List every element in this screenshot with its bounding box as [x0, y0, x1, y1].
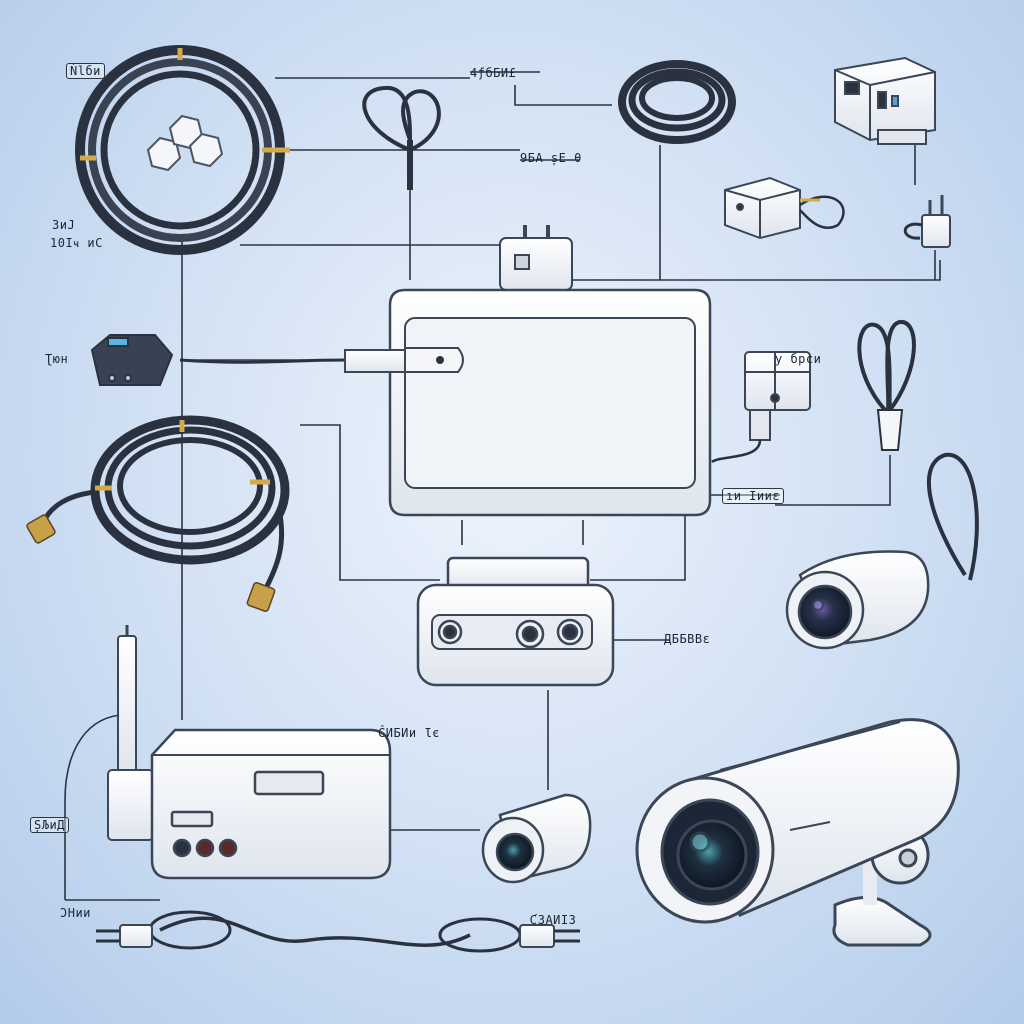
label-left-coil-a: 3иЈ [52, 218, 76, 232]
cable-bundle-icon [362, 86, 441, 190]
connector-box-icon [724, 176, 845, 240]
dome-camera-icon [785, 550, 930, 650]
label-recorder: ĈИБИи Ɩє [378, 726, 440, 740]
power-plug-icon [903, 195, 951, 248]
camera-hub-icon [416, 583, 615, 687]
network-module-icon [711, 351, 811, 464]
power-adapter-icon [499, 225, 573, 291]
bullet-camera-icon [635, 718, 960, 947]
loop-cable-icon [926, 452, 979, 581]
coil-cable-icon [75, 45, 290, 255]
bullet-camera-icon [481, 793, 592, 884]
network-plug-icon [90, 334, 174, 386]
label-center-device: ДББВВε [664, 632, 711, 646]
coil-cable-icon [618, 60, 736, 144]
ethernet-cable-icon [179, 347, 464, 373]
dvr-icon [150, 728, 392, 880]
power-supply-icon [834, 56, 936, 145]
label-coil-top: Ǹlби [66, 63, 105, 79]
label-left-coil-b: 10Іҹ иС [50, 236, 103, 250]
power-cord-icon [96, 910, 580, 953]
label-adapter-mid: 9БА șЕ θ [520, 151, 582, 165]
antenna-icon [107, 625, 154, 841]
cable-bundle-icon [857, 320, 916, 451]
router-icon [388, 288, 712, 592]
label-right-module: у брси [775, 352, 822, 366]
coax-connector-icon [26, 514, 276, 612]
label-bottom-cable-right: ƇЗАИІЗ [530, 913, 577, 927]
label-bottom-cable-left: ƆНии [60, 906, 91, 920]
label-left-plug: Ʈюн [45, 352, 69, 366]
coil-cable-icon [39, 415, 290, 592]
label-cable-top: 4ƒбБИ£ [470, 66, 517, 80]
label-left-antenna: ȘЉиД [30, 817, 69, 833]
label-right-hub-low: ıи Іииε [722, 488, 785, 504]
